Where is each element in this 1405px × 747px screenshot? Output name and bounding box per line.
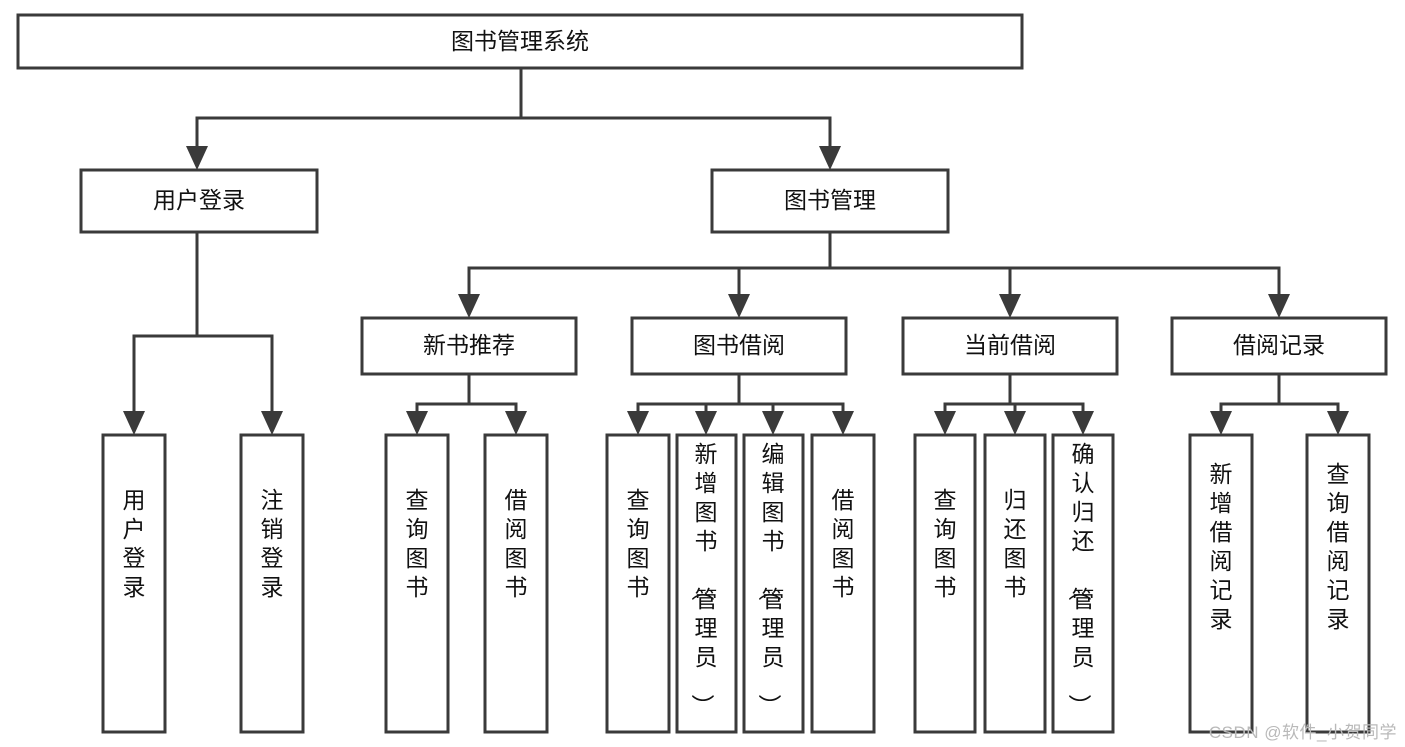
leaf-logout[interactable]: 注销登录 [239,433,305,734]
leaf-cb-return-book[interactable]: 归还图书 [983,433,1047,734]
node-current-borrow[interactable]: 当前借阅 [901,316,1119,376]
node-root-system-label: 图书管理系统 [451,28,589,54]
leaf-logout-label: 注销登录 [261,487,284,600]
leaf-user-login[interactable]: 用户登录 [101,433,167,734]
node-book-borrow[interactable]: 图书借阅 [630,316,848,376]
leaf-br-query-record[interactable]: 查询借阅记录 [1305,433,1371,734]
leaf-cb-confirm-return-admin[interactable]: 确认归还（管理员） [1051,433,1115,734]
leaf-bb-edit-book-admin[interactable]: 编辑图书（管理员） [742,433,805,734]
arrowhead-new-book-rec [458,294,480,318]
leaf-bb-borrow-book-label: 借阅图书 [832,487,855,600]
leaf-cb-confirm-return-admin-label: 确认归还（管理员） [1067,441,1095,717]
arrowhead-bb-edit [762,411,784,435]
node-new-book-recommend[interactable]: 新书推荐 [360,316,578,376]
connector-layer [123,66,1349,435]
leaf-nbr-query-book-label: 查询图书 [406,487,429,600]
node-book-management[interactable]: 图书管理 [710,168,950,234]
leaf-nbr-borrow-book-label: 借阅图书 [505,487,528,600]
arrowhead-bb-add [695,411,717,435]
leaf-nbr-query-book[interactable]: 查询图书 [384,433,450,734]
arrowhead-leaf-user-login [123,411,145,435]
arrowhead-br-query [1327,411,1349,435]
leaf-br-add-record[interactable]: 新增借阅记录 [1188,433,1254,734]
arrowhead-bb-query [627,411,649,435]
csdn-watermark: CSDN @软件_小贺同学 [1208,723,1397,742]
leaf-nbr-borrow-book[interactable]: 借阅图书 [483,433,549,734]
node-borrow-record[interactable]: 借阅记录 [1170,316,1388,376]
node-borrow-record-label: 借阅记录 [1233,332,1325,358]
node-new-book-recommend-label: 新书推荐 [423,332,515,358]
arrowhead-bb-borrow [832,411,854,435]
leaf-bb-borrow-book[interactable]: 借阅图书 [810,433,876,734]
arrowhead-nbr-query [406,411,428,435]
arrowhead-leaf-logout [261,411,283,435]
leaf-cb-query-book[interactable]: 查询图书 [913,433,977,734]
arrowhead-user-login [186,146,208,170]
leaf-user-login-label: 用户登录 [123,487,146,600]
arrowhead-book-borrow [728,294,750,318]
arrowhead-borrow-record [1268,294,1290,318]
node-book-management-label: 图书管理 [784,187,876,213]
node-user-login-label: 用户登录 [153,187,245,213]
leaf-cb-return-book-label: 归还图书 [1004,487,1027,600]
node-root-system[interactable]: 图书管理系统 [16,13,1024,70]
leaf-br-query-record-label: 查询借阅记录 [1327,461,1350,632]
leaf-br-add-record-label: 新增借阅记录 [1210,461,1233,632]
node-current-borrow-label: 当前借阅 [964,332,1056,358]
node-book-borrow-label: 图书借阅 [693,332,785,358]
arrowhead-cb-confirm [1072,411,1094,435]
leaf-bb-add-book-admin-label: 新增图书（管理员） [690,441,718,717]
arrowhead-br-add [1210,411,1232,435]
node-user-login[interactable]: 用户登录 [79,168,319,234]
arrowhead-book-mgmt [819,146,841,170]
leaf-cb-query-book-label: 查询图书 [934,487,957,600]
leaf-bb-query-book-label: 查询图书 [627,487,650,600]
leaf-bb-query-book[interactable]: 查询图书 [605,433,671,734]
arrowhead-cb-return [1004,411,1026,435]
leaf-bb-add-book-admin[interactable]: 新增图书（管理员） [675,433,738,734]
leaf-bb-edit-book-admin-label: 编辑图书（管理员） [757,441,785,717]
arrowhead-current-borrow [999,294,1021,318]
arrowhead-cb-query [934,411,956,435]
arrowhead-nbr-borrow [505,411,527,435]
